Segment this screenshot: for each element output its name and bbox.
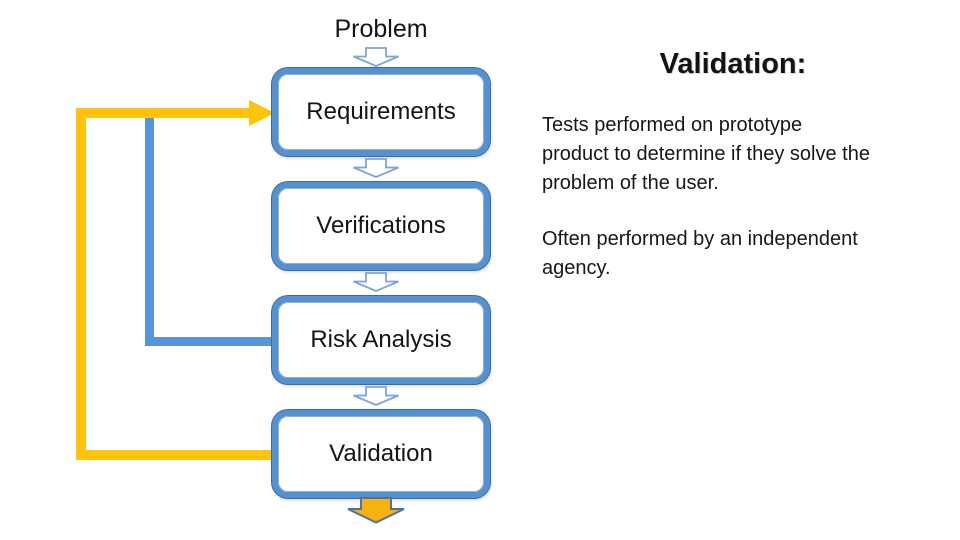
notes-paragraph: Often performed by an independent agency… — [542, 228, 858, 279]
down-arrow-icon — [353, 158, 399, 178]
validation-feedback-line-top — [76, 108, 250, 118]
validation-feedback-line-bottom — [76, 450, 276, 460]
flow-box-requirements: Requirements — [272, 68, 490, 156]
risk-feedback-line-vertical — [145, 118, 154, 346]
flow-box-label: Risk Analysis — [310, 326, 452, 353]
flow-title: Problem — [334, 15, 428, 43]
output-arrow-icon — [347, 497, 405, 524]
risk-feedback-line-horizontal — [145, 337, 275, 346]
flow-box-risk-analysis: Risk Analysis — [272, 296, 490, 384]
notes-paragraph: Tests performed on prototype product to … — [542, 114, 870, 194]
flow-box-label: Verifications — [316, 212, 446, 239]
down-arrow-icon — [353, 47, 399, 67]
notes-column: Validation: Tests performed on prototype… — [542, 46, 924, 283]
flow-box-label: Requirements — [306, 98, 456, 125]
flow-box-label: Validation — [329, 440, 433, 467]
down-arrow-icon — [353, 386, 399, 406]
validation-feedback-line-vertical — [76, 108, 86, 460]
feedback-arrowhead-icon — [249, 100, 275, 126]
notes-heading: Validation: — [659, 48, 807, 80]
flow-box-verifications: Verifications — [272, 182, 490, 270]
flow-box-validation: Validation — [272, 410, 490, 498]
down-arrow-icon — [353, 272, 399, 292]
